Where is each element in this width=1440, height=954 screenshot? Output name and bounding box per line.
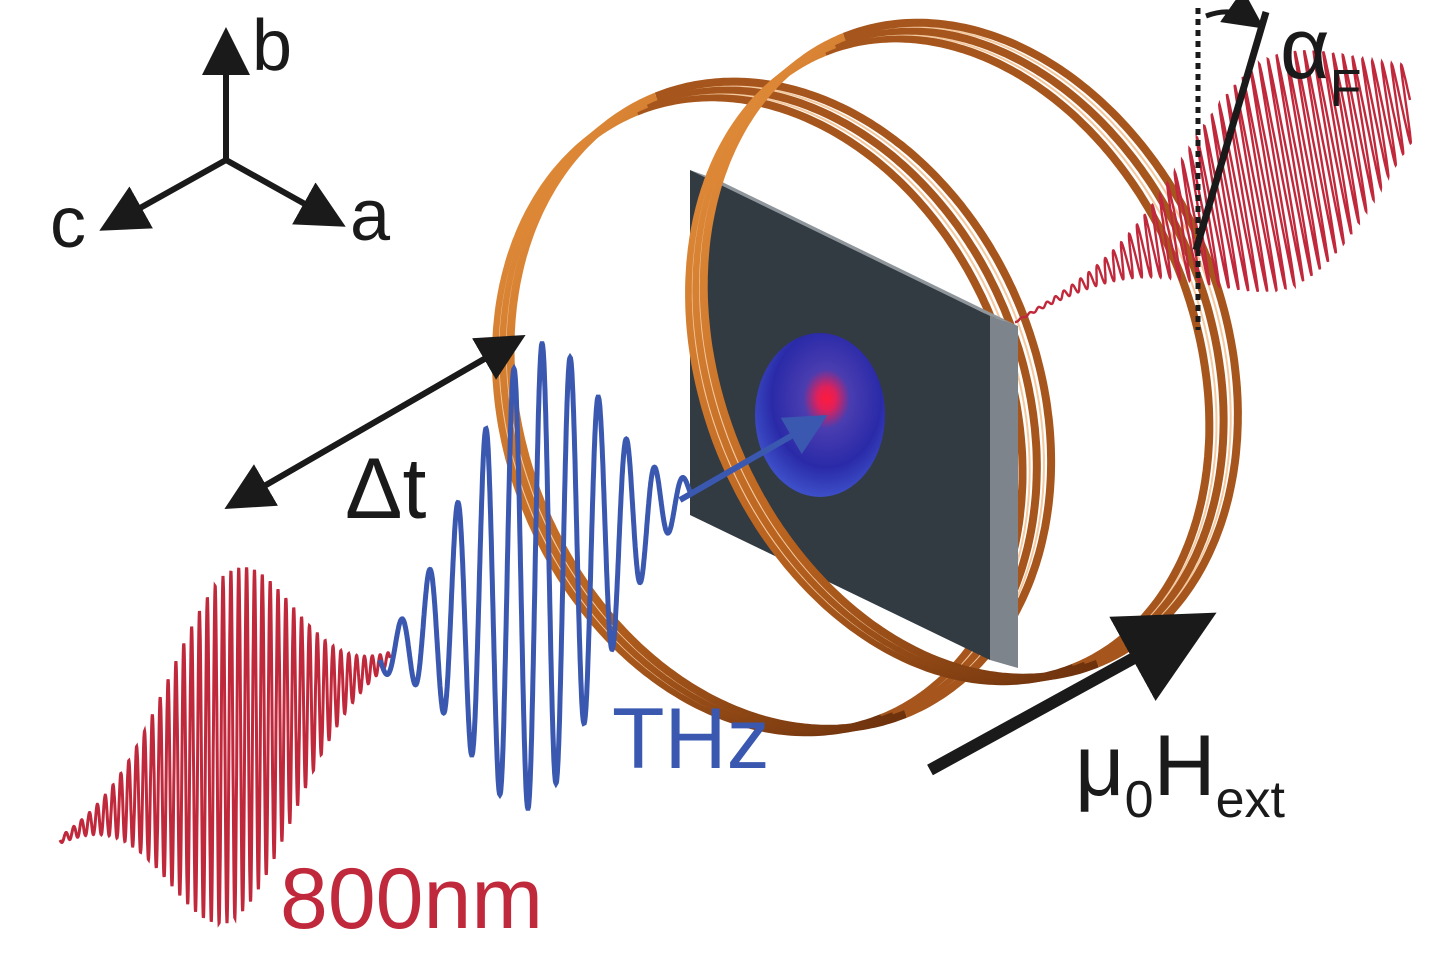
rotation-arrow: [1205, 0, 1265, 29]
transmitted-probe-pulse: [1014, 50, 1413, 324]
faraday-angle-label: αF: [1280, 1, 1361, 118]
sample-top-edge: [690, 170, 1018, 326]
external-field-arrow: [927, 612, 1217, 776]
crystal-axes: [99, 27, 346, 231]
axis-a-label: a: [350, 176, 391, 256]
wavelength-label: 800nm: [280, 851, 543, 947]
coil-winding-front: [699, 33, 1099, 682]
helmholtz-coil-front: [491, 33, 1099, 737]
coil-winding-back: [833, 26, 1228, 670]
delay-label: Δt: [345, 441, 426, 537]
sample-side-edge: [990, 316, 1018, 668]
thz-direction-arrow: [678, 415, 828, 503]
coil-winding-front: [506, 92, 907, 733]
axis-a-arrow: [224, 157, 346, 227]
coil-winding-back: [838, 25, 1232, 666]
excitation-spot: [755, 333, 885, 497]
incident-probe-pulse: [58, 567, 392, 928]
rotated-polarization-line: [1192, 11, 1270, 251]
delay-arrow: [224, 334, 526, 509]
thz-label: THz: [612, 691, 770, 787]
external-field-label: μ0Hext: [1075, 718, 1286, 829]
axis-c-arrow: [99, 157, 228, 231]
axis-b-label: b: [252, 6, 292, 86]
axis-c-label: c: [50, 183, 86, 263]
thz-pump-pulse: [377, 341, 693, 811]
faraday-rotation-indicator: [1192, 0, 1270, 330]
